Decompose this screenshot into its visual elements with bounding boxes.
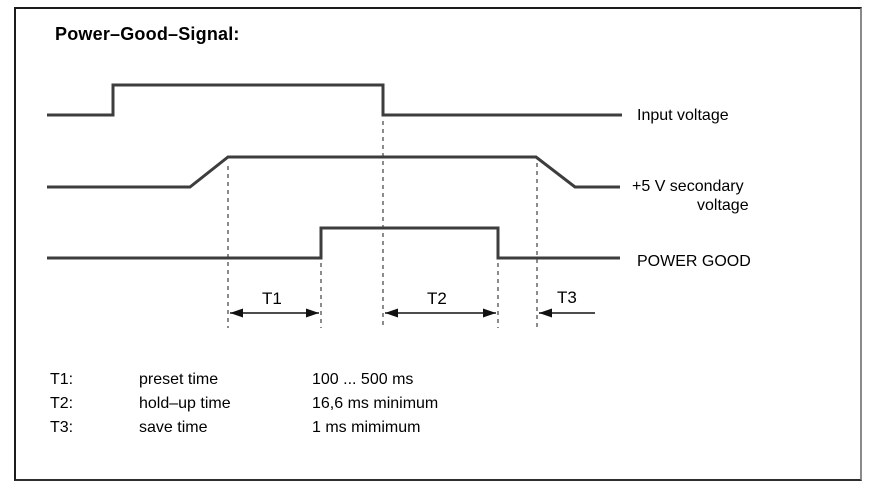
legend-name: hold–up time [139, 395, 231, 412]
waveform-input-voltage [47, 83, 622, 117]
legend-row-t3: T3: save time 1 ms mimimum [50, 416, 438, 440]
legend-value: 100 ... 500 ms [312, 371, 414, 388]
timing-legend: T1: preset time 100 ... 500 ms T2: hold–… [50, 368, 438, 440]
t1-label: T1 [262, 289, 282, 308]
waveform-power-good [47, 226, 620, 260]
power-good-label: POWER GOOD [637, 253, 751, 270]
legend-name: save time [139, 419, 208, 436]
t2-arrow-left-head [385, 308, 398, 318]
secondary-voltage-label-line2: voltage [697, 197, 749, 214]
legend-row-t1: T1: preset time 100 ... 500 ms [50, 368, 438, 392]
legend-key: T3: [50, 419, 74, 436]
secondary-voltage-label-line1: +5 V secondary [632, 178, 744, 195]
legend-row-t2: T2: hold–up time 16,6 ms minimum [50, 392, 438, 416]
t1-arrow-right-head [306, 308, 319, 318]
t3-label: T3 [557, 288, 577, 307]
legend-value: 16,6 ms minimum [312, 395, 439, 412]
t1-arrow-left-head [230, 308, 243, 318]
legend-name: preset time [139, 371, 219, 388]
figure-title: Power–Good–Signal: [55, 24, 240, 44]
input-voltage-label: Input voltage [637, 107, 729, 124]
t2-arrow-right-head [483, 308, 496, 318]
legend-key: T1: [50, 371, 74, 388]
t3-arrow-left-head [539, 308, 552, 318]
legend-value: 1 ms mimimum [312, 419, 421, 436]
waveform-secondary-voltage [47, 155, 620, 189]
t2-label: T2 [427, 289, 447, 308]
legend-key: T2: [50, 395, 74, 412]
